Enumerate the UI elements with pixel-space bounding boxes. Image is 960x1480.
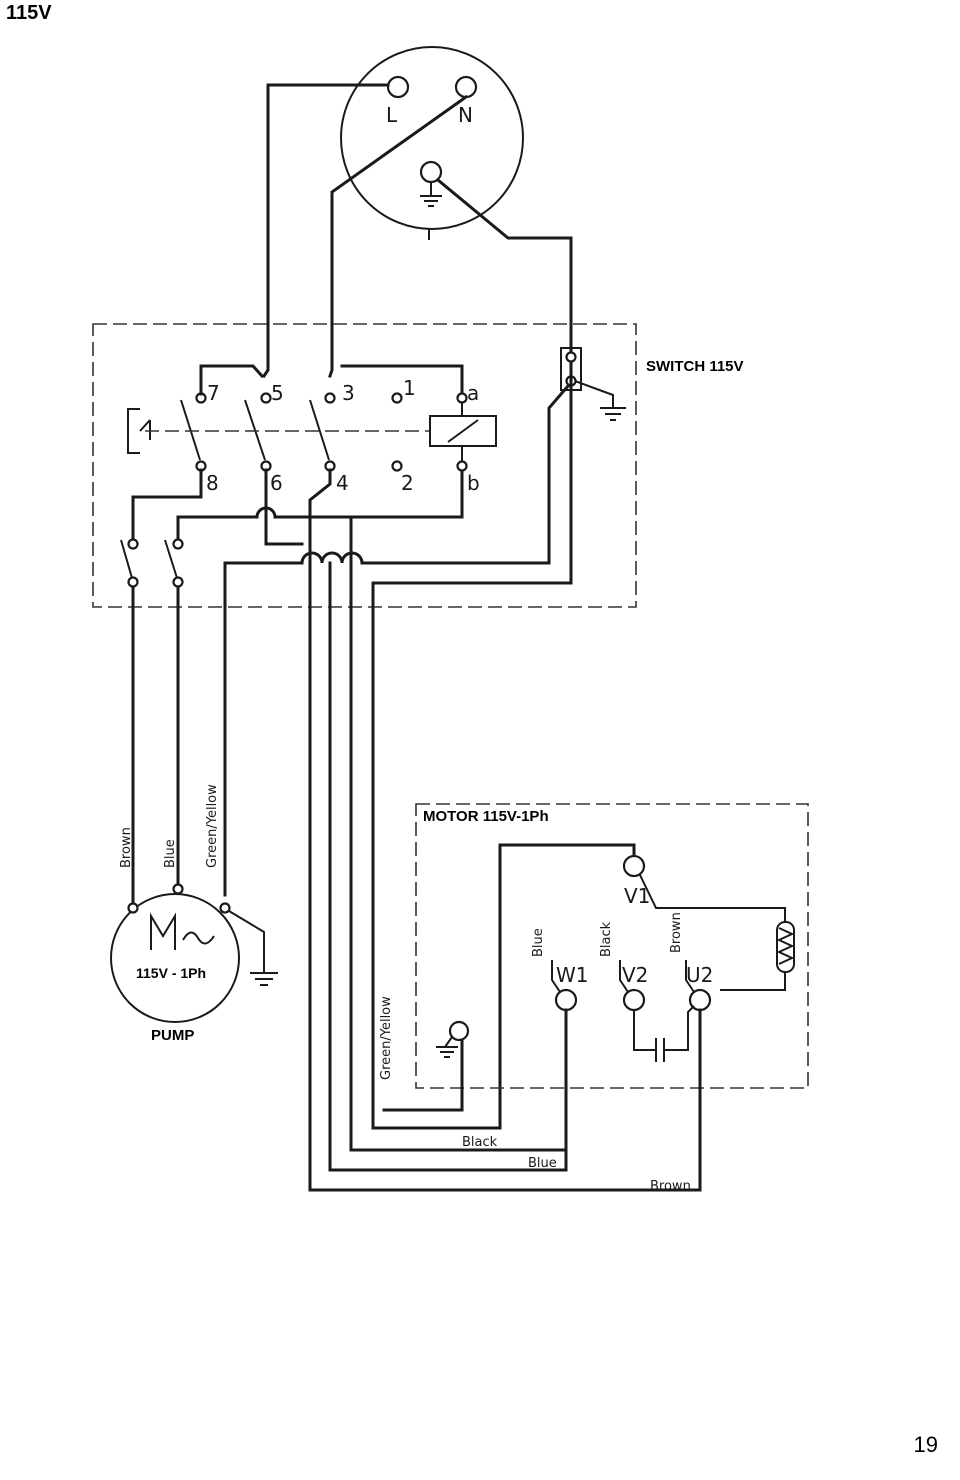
- switch-terminal-b: [456, 460, 468, 472]
- page-title: 115V: [6, 2, 52, 24]
- switch-label-4: 4: [336, 471, 349, 495]
- switch-label-1: 1: [403, 376, 416, 400]
- pump-rating: 115V - 1Ph: [136, 965, 206, 981]
- motor-wire-blue-label: Blue: [531, 928, 546, 957]
- motor-wire-black-label: Black: [599, 921, 614, 957]
- pump-wire-brown-label: Brown: [119, 827, 134, 868]
- switch-label-3: 3: [342, 381, 355, 405]
- motor-earth-terminal: [448, 1020, 470, 1042]
- switch-terminal-3: [324, 392, 336, 404]
- switch-terminal-5: [260, 392, 272, 404]
- page-number: 19: [913, 1432, 938, 1457]
- motor-title: MOTOR 115V-1Ph: [423, 808, 549, 825]
- motor-label-w1: W1: [556, 963, 589, 987]
- pump-wire-green-yellow-label: Green/Yellow: [205, 784, 220, 868]
- pump-title: PUMP: [151, 1027, 194, 1044]
- switch-label-2: 2: [401, 471, 414, 495]
- switch-label-b: b: [467, 471, 480, 495]
- motor-terminal-v2: [622, 988, 646, 1012]
- pump-wire-blue-label: Blue: [163, 839, 178, 868]
- switch-terminal-a: [456, 392, 468, 404]
- switch-label-a: a: [467, 381, 479, 405]
- switch-label-6: 6: [270, 471, 283, 495]
- switch-label-8: 8: [206, 471, 219, 495]
- motor-terminal-v1: [622, 854, 646, 878]
- mains-socket: L N: [340, 46, 524, 240]
- switch-label-5: 5: [271, 381, 284, 405]
- motor-label-u2: U2: [686, 963, 713, 987]
- switch-label-7: 7: [207, 381, 220, 405]
- cable-blue-label: Blue: [528, 1156, 557, 1171]
- motor-wire-green-yellow-label: Green/Yellow: [379, 996, 394, 1080]
- switch-terminal-2: [391, 460, 403, 472]
- motor-cable: Black Blue Brown: [328, 1008, 702, 1194]
- switch-title: SWITCH 115V: [646, 358, 744, 375]
- pump-motor: 115V - 1Ph: [110, 883, 278, 1023]
- motor-wire-brown-label: Brown: [669, 912, 684, 953]
- socket-neutral-terminal: [454, 75, 478, 99]
- mains-wires: [261, 83, 573, 379]
- socket-neutral-label: N: [458, 103, 473, 127]
- cable-black-label: Black: [462, 1135, 498, 1150]
- cable-brown-label: Brown: [650, 1179, 691, 1194]
- socket-live-terminal: [386, 75, 410, 99]
- motor-label-v2: V2: [622, 963, 648, 987]
- socket-live-label: L: [386, 103, 398, 127]
- motor-terminal-w1: [554, 988, 578, 1012]
- pump-wires: Brown Blue Green/Yellow: [119, 585, 220, 907]
- switch-terminal-1: [391, 392, 403, 404]
- switch-box: SWITCH 115V 7 5 3 1 a 8 6 4 2 b: [92, 323, 744, 1192]
- motor-box: MOTOR 115V-1Ph V1 W1 V2 U2 Blue Black Br…: [382, 803, 809, 1112]
